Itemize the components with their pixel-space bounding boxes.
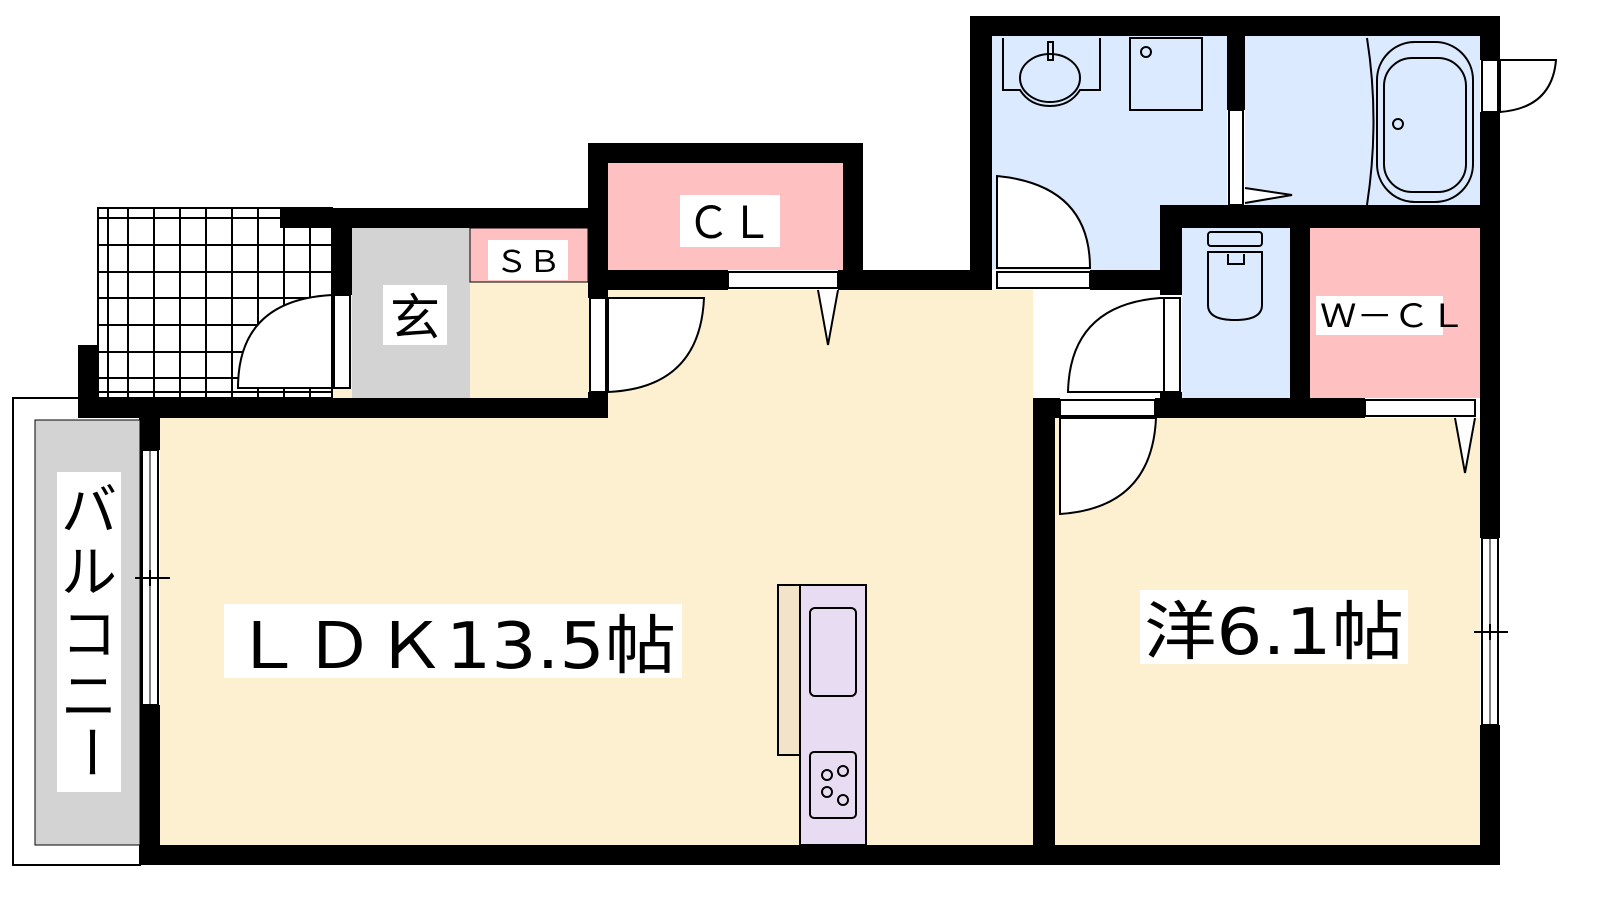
washing-machine-icon	[1129, 37, 1203, 111]
washroom-door	[996, 174, 1092, 269]
toilet-icon	[1207, 231, 1263, 322]
stove-icon	[809, 751, 857, 819]
entrance-label: 玄	[390, 289, 440, 347]
balcony-label-2: ル	[61, 541, 117, 606]
toilet-door	[1066, 297, 1166, 393]
toilet-floor	[1182, 228, 1290, 398]
western-room-label: 洋6.1帖	[1144, 596, 1404, 670]
balcony-label-4: ニ	[61, 665, 117, 730]
bathroom-door	[1228, 109, 1244, 206]
front-door	[236, 293, 333, 389]
closet-door	[727, 271, 839, 289]
washbasin-icon	[1002, 38, 1101, 108]
room-labels: ＬＤＫ13.5帖 洋6.1帖 バ ル コ ニ ー 玄 ＳＢ ＣＬ Ｗ－ＣＬ	[57, 195, 1466, 792]
bath-window	[1481, 59, 1499, 113]
walls	[78, 16, 1500, 865]
ldk-entry-door	[607, 297, 706, 394]
kitchen	[777, 584, 867, 846]
balcony-label-3: コ	[61, 603, 117, 668]
bathroom-floor	[1245, 36, 1480, 205]
balcony-label-1: バ	[61, 479, 117, 544]
sink-icon	[809, 607, 857, 697]
wcl-door	[1364, 399, 1476, 417]
western-door	[1059, 417, 1158, 516]
openings	[135, 59, 1558, 726]
fixtures	[1002, 37, 1474, 322]
wcl-label: Ｗ－ＣＬ	[1320, 297, 1466, 335]
shoe-box-label: ＳＢ	[495, 245, 561, 280]
closet-label: ＣＬ	[687, 198, 773, 249]
ldk-label: ＬＤＫ13.5帖	[232, 610, 676, 684]
bathtub-icon	[1376, 41, 1474, 203]
balcony-label-5: ー	[57, 724, 122, 780]
